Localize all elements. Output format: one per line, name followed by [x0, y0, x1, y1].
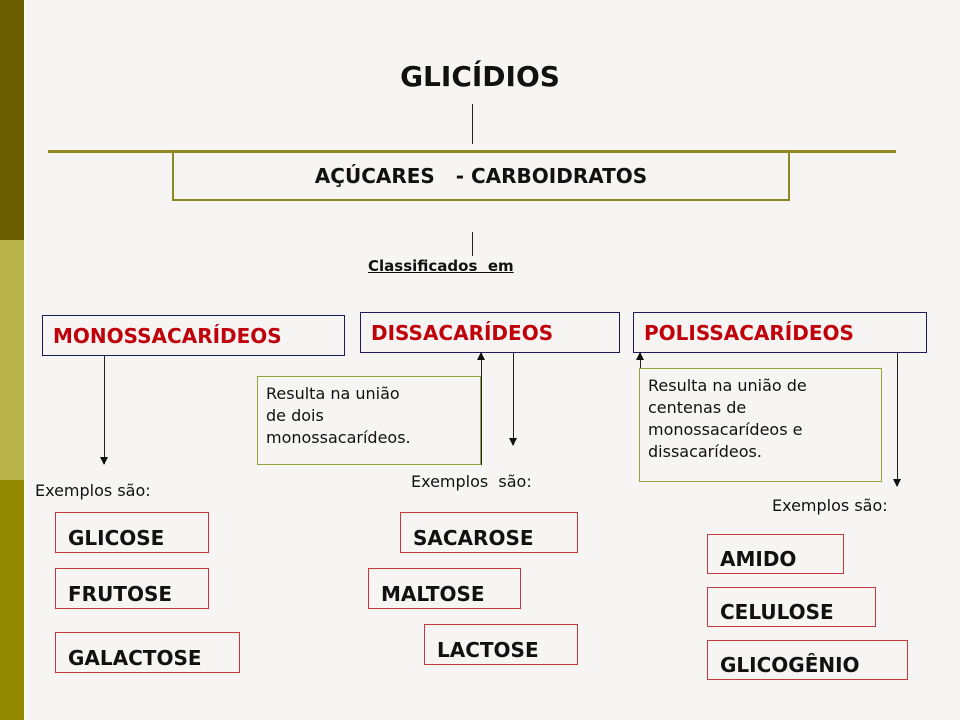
- note-line: de dois: [266, 406, 324, 425]
- example-label: AMIDO: [720, 547, 797, 571]
- disaccharides-note: Resulta na união de dois monossacarídeos…: [257, 376, 481, 465]
- example-cellulose: CELULOSE: [707, 587, 876, 627]
- note-line: centenas de: [648, 398, 747, 417]
- example-label: SACAROSE: [413, 526, 534, 550]
- stripe-bottom: [0, 480, 24, 720]
- example-lactose: LACTOSE: [424, 624, 578, 665]
- examples-label-mono: Exemplos são:: [35, 481, 151, 500]
- example-label: CELULOSE: [720, 600, 834, 624]
- example-label: MALTOSE: [381, 582, 485, 606]
- note-line: dissacarídeos.: [648, 442, 762, 461]
- note-line: monossacarídeos.: [266, 428, 411, 447]
- connector-title: [472, 104, 473, 144]
- example-glucose: GLICOSE: [55, 512, 209, 553]
- category-polysaccharides: POLISSACARÍDEOS: [633, 312, 927, 353]
- connector-subtitle: [472, 232, 473, 256]
- examples-label-poly: Exemplos são:: [772, 496, 888, 515]
- category-label: MONOSSACARÍDEOS: [53, 323, 282, 348]
- arrow-down-icon: [893, 353, 901, 487]
- example-label: GLICOSE: [68, 526, 165, 550]
- example-label: GLICOGÊNIO: [720, 653, 860, 677]
- classified-label: Classificados em: [368, 257, 514, 275]
- example-label: GALACTOSE: [68, 646, 202, 670]
- category-disaccharides: DISSACARÍDEOS: [360, 312, 620, 353]
- stripe-middle: [0, 240, 24, 480]
- sugars-carbohydrates-label: AÇÚCARES - CARBOIDRATOS: [314, 164, 648, 188]
- example-glycogen: GLICOGÊNIO: [707, 640, 908, 680]
- examples-label-di: Exemplos são:: [411, 472, 532, 491]
- note-line: Resulta na união: [266, 384, 400, 403]
- category-label: DISSACARÍDEOS: [371, 320, 554, 345]
- example-maltose: MALTOSE: [368, 568, 521, 609]
- category-monosaccharides: MONOSSACARÍDEOS: [42, 315, 345, 356]
- stripe-edge: [24, 0, 26, 720]
- note-line: Resulta na união de: [648, 376, 807, 395]
- arrow-up-icon: [477, 352, 485, 465]
- example-label: FRUTOSE: [68, 582, 173, 606]
- note-line: monossacarídeos e: [648, 420, 803, 439]
- example-label: LACTOSE: [437, 638, 539, 662]
- arrow-down-icon: [100, 356, 108, 465]
- stripe-top: [0, 0, 24, 240]
- polysaccharides-note: Resulta na união de centenas de monossac…: [639, 368, 882, 482]
- category-label: POLISSACARÍDEOS: [644, 320, 854, 345]
- sugars-carbohydrates-box: AÇÚCARES - CARBOIDRATOS: [172, 151, 790, 201]
- page-title: GLICÍDIOS: [400, 60, 560, 93]
- example-fructose: FRUTOSE: [55, 568, 209, 609]
- example-galactose: GALACTOSE: [55, 632, 240, 673]
- example-starch: AMIDO: [707, 534, 844, 574]
- arrow-down-icon: [509, 353, 517, 446]
- example-sucrose: SACAROSE: [400, 512, 578, 553]
